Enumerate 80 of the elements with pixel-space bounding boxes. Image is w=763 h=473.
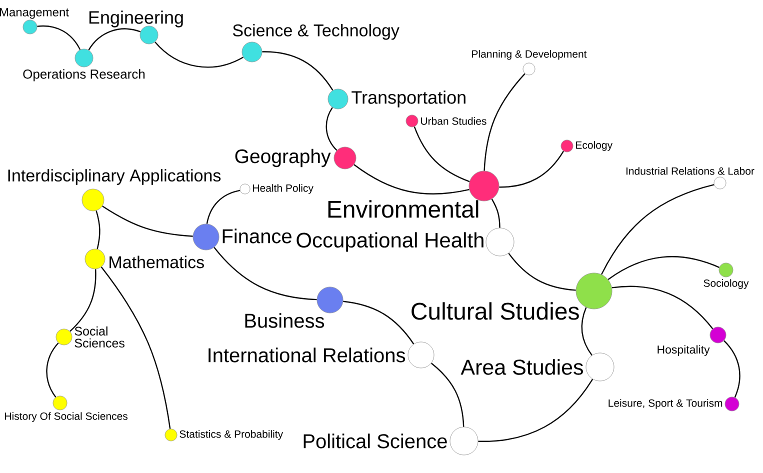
circle-node: Finance [192,224,292,250]
circle-node: International Relations [208,342,434,368]
edge [102,206,193,237]
circle-node: Industrial Relations & Labor [626,167,754,190]
node-label: Occupational Health [296,232,484,252]
edge [478,378,594,442]
edge [206,190,240,224]
node-label: Planning & Development [472,50,587,60]
node-label: Leisure, Sport & Tourism [608,399,722,409]
circle-node: Engineering [89,10,183,44]
edge [484,73,526,171]
node-label: Mathematics [110,256,204,268]
node-label: Interdisciplinary Applications [8,169,221,185]
circle-node: Hospitality [658,326,726,356]
node-label: Political Science [304,434,447,448]
edge [581,307,592,356]
circle-node: Science & Technology [232,24,400,62]
node-label: Sociology [704,279,749,289]
edge [508,252,576,291]
edge [70,269,96,332]
node-label: History Of Social Sciences [5,412,128,422]
circle-node: Management [0,8,69,34]
circle-node: Transportation [328,88,466,110]
circle-node: Ecology [560,140,613,152]
edge [154,42,244,68]
node-label: Cultural Studies [412,302,579,320]
circle-node: Statistics & Probability [164,428,284,442]
circle-node: Sociology [704,262,749,289]
circle-node: Operations Research [23,48,145,82]
edge [612,286,714,330]
circle-node: Interdisciplinary Applications [8,169,221,212]
node-label: Finance [222,228,292,244]
node-label: Industrial Relations & Labor [626,167,754,175]
edge [724,340,740,398]
circle-node: Area Studies [460,352,614,382]
node-label: Geography [235,148,331,168]
node-label: Health Policy [253,184,314,194]
node-label: Statistics & Probability [180,430,284,440]
circle-node: Health Policy [240,184,314,194]
edge [354,164,470,194]
node-label: Management [0,8,69,19]
circle-node: Occupational Health [296,228,514,256]
edge [414,126,470,182]
node-label: Ecology [576,141,613,151]
node-label: Area Studies [460,359,583,375]
node-label: Operations Research [23,69,145,82]
edge [326,107,338,151]
edge [491,198,500,228]
node-label: International Relations [208,348,406,362]
edge [499,150,564,188]
edge [343,300,414,344]
circle-node: Political Science [304,426,478,456]
edge [601,184,714,275]
node-label: Engineering [89,10,183,28]
circle-node: Business [245,286,344,328]
edge [100,266,171,429]
node-label: Environmental [328,200,478,218]
edge [46,342,59,398]
circle-node: Urban Studies [406,114,486,128]
edge [262,51,334,91]
node-label: Urban Studies [421,117,486,125]
edge [214,247,317,300]
circle-node: Geography [235,146,356,170]
circle-node: Planning & Development [472,50,587,76]
circle-node: Mathematics [84,248,204,270]
edge [88,28,141,50]
edge [96,210,100,250]
edge [608,256,720,280]
node-label: Transportation [352,90,466,108]
edge [37,25,81,50]
circle-node: Leisure, Sport & Tourism [608,396,740,412]
circle-node: History Of Social Sciences [5,396,128,422]
circle-node: Cultural Studies [412,272,612,320]
node-label: Science & Technology [232,24,400,40]
node-label: Social Sciences [74,326,124,348]
node-label: Business [245,313,324,328]
circle-node: Environmental [328,170,500,218]
circle-node: Social Sciences [56,326,124,348]
node-label: Hospitality [658,345,710,356]
edge [431,362,464,427]
